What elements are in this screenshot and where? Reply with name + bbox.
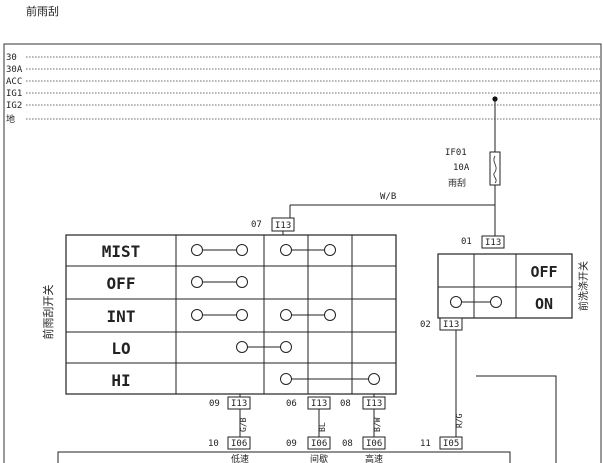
washer-switch-label: 前洗涤开关 xyxy=(577,261,590,311)
wire-label-rg: R/G xyxy=(455,413,464,428)
washer-on-contact-2 xyxy=(490,296,502,308)
lower-conn-2: I06 xyxy=(311,439,327,449)
position-int: INT xyxy=(107,307,136,326)
int-connections xyxy=(191,309,336,321)
washer-bottom-conn: I13 xyxy=(443,320,459,330)
wiper-top-conn: I13 xyxy=(275,221,291,231)
position-mist: MIST xyxy=(102,242,141,261)
lower-conn-1: I06 xyxy=(231,439,247,449)
lower-pin-1: 10 xyxy=(208,439,219,449)
wiper-module-box xyxy=(57,451,511,463)
wiper-bottom-connectors: 09 I13 06 I13 08 I13 xyxy=(209,394,386,410)
wiper-bottom-connector-1 xyxy=(227,396,251,410)
rail-label-ground: 地 xyxy=(6,113,15,125)
washer-state-on: ON xyxy=(535,295,553,313)
fuse-body xyxy=(489,151,501,186)
position-off: OFF xyxy=(107,274,136,293)
washer-state-off: OFF xyxy=(530,263,557,281)
position-lo: LO xyxy=(111,339,130,358)
washer-bottom-pin: 02 xyxy=(420,320,431,330)
page-title: 前雨刮 xyxy=(26,4,59,18)
lo-connections xyxy=(236,341,292,353)
power-rails: 30 30A ACC IG1 IG2 地 xyxy=(6,53,600,125)
washer-switch: 01 I13 OFF ON 02 I13 前洗涤开关 xyxy=(420,235,590,331)
module-label-low: 低速 xyxy=(231,453,249,463)
wiper-bottom-conn-1: I13 xyxy=(231,399,247,409)
wiper-switch-label: 前雨刮开关 xyxy=(41,285,55,340)
fuse-code: IF01 xyxy=(445,148,467,158)
diagram-frame xyxy=(3,43,602,463)
module-label-int: 间歇 xyxy=(310,453,328,463)
lower-pin-3: 08 xyxy=(342,439,353,449)
lower-conn-4: I05 xyxy=(443,439,459,449)
wiper-switch-table: MIST OFF INT LO HI xyxy=(65,234,397,395)
wiper-top-pin: 07 xyxy=(251,220,262,230)
rail-label-30a: 30A xyxy=(6,65,23,75)
rail-label-ig1: IG1 xyxy=(6,89,22,99)
wire-label-wb: W/B xyxy=(380,192,396,202)
wire-label-gb: G/B xyxy=(239,417,248,432)
lower-connector-3 xyxy=(362,436,386,450)
fuse-element xyxy=(493,155,497,184)
washer-on-contact-1 xyxy=(450,296,462,308)
lower-pin-4: 11 xyxy=(420,439,431,449)
rail-label-acc: ACC xyxy=(6,77,22,87)
lower-connector-4 xyxy=(439,436,463,450)
washer-return-wire xyxy=(476,375,557,463)
washer-top-pin: 01 xyxy=(461,237,472,247)
rail-label-30: 30 xyxy=(6,53,17,63)
lower-conn-3: I06 xyxy=(366,439,382,449)
washer-top-conn: I13 xyxy=(485,238,501,248)
wiper-bottom-pin-2: 06 xyxy=(286,399,297,409)
lower-connectors: 10 I06 09 I06 08 I06 11 I05 xyxy=(208,436,463,450)
wiper-lower-wires xyxy=(239,394,375,437)
lower-pin-2: 09 xyxy=(286,439,297,449)
wiper-bottom-conn-2: I13 xyxy=(311,399,327,409)
wiper-bottom-pin-3: 08 xyxy=(340,399,351,409)
lower-connector-1 xyxy=(227,436,251,450)
lower-connector-2 xyxy=(307,436,331,450)
wire-label-bl: BL xyxy=(318,422,327,432)
rail-label-ig2: IG2 xyxy=(6,101,22,111)
fuse-rating: 10A xyxy=(453,163,470,173)
module-label-high: 高速 xyxy=(365,453,383,463)
fuse-if01: IF01 10A 雨刮 xyxy=(445,148,501,189)
wiper-bottom-conn-3: I13 xyxy=(366,399,382,409)
off-connections xyxy=(191,276,248,288)
wire-label-bw: B/W xyxy=(373,417,382,432)
washer-switch-outline xyxy=(437,253,573,319)
washer-bottom-connector xyxy=(439,317,463,331)
fuse-label: 雨刮 xyxy=(448,177,466,189)
wiper-switch-label-group: 前雨刮开关 xyxy=(41,285,55,340)
position-hi: HI xyxy=(111,371,130,390)
mist-connections xyxy=(191,244,336,256)
hi-connections xyxy=(280,373,380,385)
wiper-bottom-pin-1: 09 xyxy=(209,399,220,409)
washer-top-connector xyxy=(481,235,505,249)
